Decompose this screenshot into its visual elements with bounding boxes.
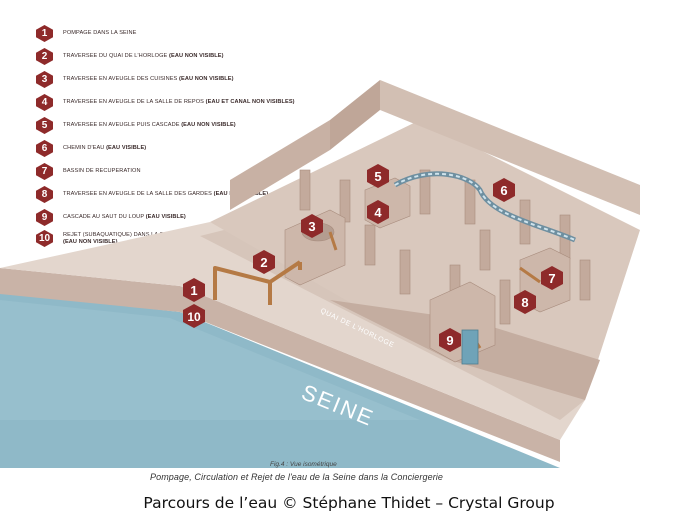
legend-text: Chemin d'eau (eau visible) (63, 145, 147, 151)
figure-subtitle: Pompage, Circulation et Rejet de l'eau d… (150, 472, 443, 482)
quay-wall-front (0, 268, 560, 462)
isometric-diagram: QUAI DE L'HORLOGE SEINE 1 10 2 3 4 5 6 7… (0, 80, 640, 468)
seine-water-shade (0, 300, 420, 420)
legend-item: 7 Bassin de recuperation (36, 163, 141, 180)
legend-text: Traversee du quai de l'horloge (eau non … (63, 53, 224, 59)
marker-5-number: 5 (374, 169, 381, 184)
marker-7: 7 (541, 266, 563, 290)
legend-item: 10 Rejet (subaquatique) dans la Seine(ea… (36, 230, 177, 247)
marker-10-number: 10 (187, 310, 201, 324)
water-pipe (213, 260, 302, 305)
marker-2: 2 (253, 250, 275, 274)
marker-1-number: 1 (190, 283, 197, 298)
back-wall-main (330, 80, 380, 150)
legend-badge: 4 (36, 94, 53, 111)
legend-item: 5 Traversee en aveugle puis cascade (eau… (36, 117, 236, 134)
legend-item: 3 Traversee en aveugle des cuisines (eau… (36, 71, 234, 88)
marker-6-number: 6 (500, 183, 507, 198)
marker-10: 10 (183, 304, 205, 328)
legend-text: Pompage dans la Seine (63, 30, 137, 36)
back-wall-left (230, 120, 330, 210)
marker-8: 8 (514, 290, 536, 314)
marker-9-number: 9 (446, 333, 453, 348)
legend-badge: 8 (36, 186, 53, 203)
marker-9: 9 (439, 328, 461, 352)
marker-3-number: 3 (308, 219, 315, 234)
legend-text: Traversee en aveugle puis cascade (eau n… (63, 122, 236, 128)
credit-line: Parcours de l’eau © Stéphane Thidet – Cr… (143, 494, 555, 512)
legend-item: 6 Chemin d'eau (eau visible) (36, 140, 146, 157)
legend-item: 4 Traversee en aveugle de la salle de re… (36, 94, 295, 111)
legend-badge: 7 (36, 163, 53, 180)
marker-6: 6 (493, 178, 515, 202)
legend-text: Bassin de recuperation (63, 168, 141, 174)
legend-badge: 6 (36, 140, 53, 157)
marker-5: 5 (367, 164, 389, 188)
marker-8-number: 8 (521, 295, 528, 310)
marker-7-number: 7 (548, 271, 555, 286)
legend-item: 2 Traversee du quai de l'horloge (eau no… (36, 48, 224, 65)
building-base (210, 120, 640, 400)
legend-badge: 1 (36, 25, 53, 42)
legend-badge: 3 (36, 71, 53, 88)
back-wall-right (380, 80, 640, 215)
marker-4: 4 (367, 200, 389, 224)
legend-badge: 10 (36, 230, 53, 247)
marker-3: 3 (301, 214, 323, 238)
legend-text: Traversee en aveugle des cuisines (eau n… (63, 76, 234, 82)
legend-item: 1 Pompage dans la Seine (36, 25, 137, 42)
legend-badge: 5 (36, 117, 53, 134)
legend-badge: 9 (36, 209, 53, 226)
legend-text: Rejet (subaquatique) dans la Seine(eau n… (63, 231, 177, 245)
cascade-basin (461, 329, 479, 365)
legend-text: Cascade au saut du loup (eau visible) (63, 214, 186, 220)
marker-1: 1 (183, 278, 205, 302)
quay-surface (0, 222, 585, 440)
legend-text: Traversee en aveugle de la salle de repo… (63, 99, 295, 105)
marker-4-number: 4 (374, 205, 382, 220)
marker-2-number: 2 (260, 255, 267, 270)
legend-item: 9 Cascade au saut du loup (eau visible) (36, 209, 186, 226)
legend-badge: 2 (36, 48, 53, 65)
figure-caption: Fig.4 : Vue isométrique (270, 461, 337, 468)
